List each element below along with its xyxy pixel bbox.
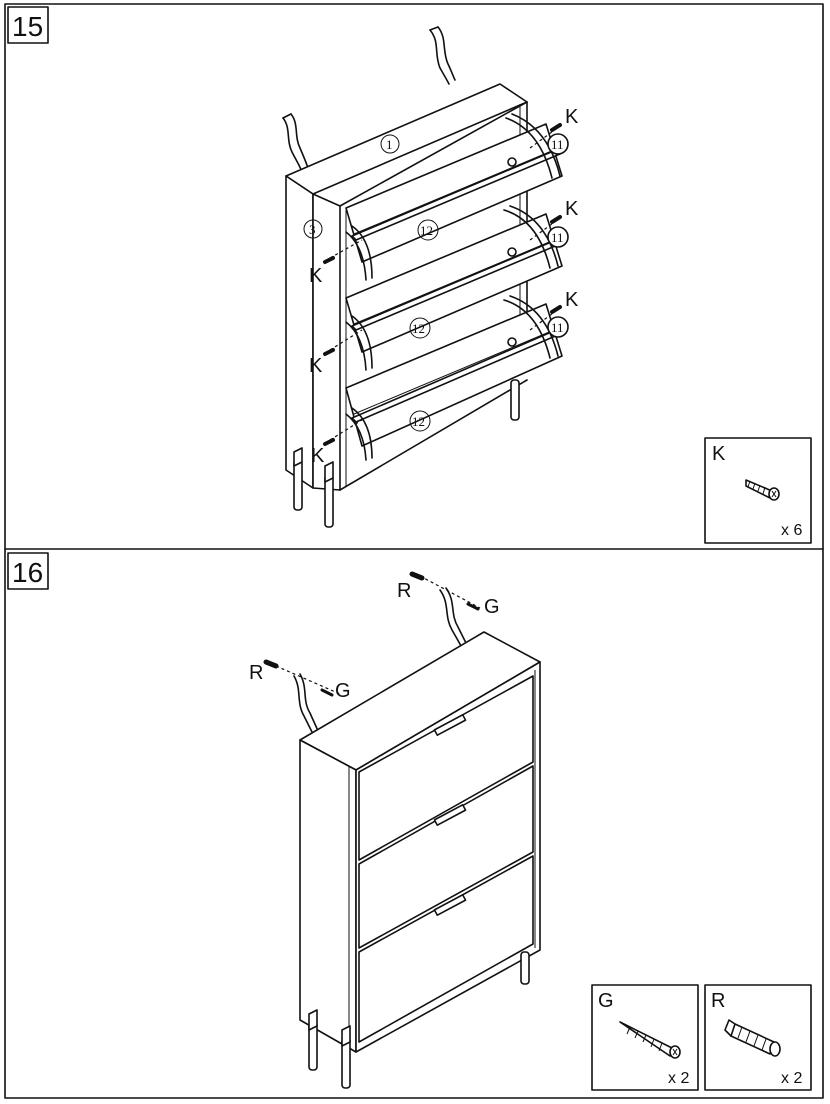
hardware-letter: K bbox=[712, 443, 726, 465]
part-label-door: 12 bbox=[412, 321, 425, 336]
step-number: 16 bbox=[12, 557, 43, 588]
part-label-door: 12 bbox=[420, 223, 433, 238]
part-label-hinge: 11 bbox=[551, 137, 564, 152]
hardware-legend-k: K x 6 bbox=[705, 438, 811, 543]
callout-label: K bbox=[309, 265, 323, 287]
step-16-panel: 16 bbox=[8, 553, 811, 1090]
part-label-side: 3 bbox=[309, 222, 316, 237]
hardware-letter: R bbox=[711, 990, 725, 1012]
hardware-quantity: x 2 bbox=[668, 1070, 689, 1087]
callout-label: G bbox=[484, 596, 500, 618]
part-label-top: 1 bbox=[386, 137, 393, 152]
callout-label: R bbox=[397, 580, 411, 602]
callout-label: G bbox=[335, 680, 351, 702]
callout-label: K bbox=[565, 106, 579, 128]
hardware-legend-g: G x 2 bbox=[592, 985, 698, 1090]
callout-label: K bbox=[565, 289, 579, 311]
hardware-legend-r: R x 2 bbox=[705, 985, 811, 1090]
callout-label: K bbox=[311, 445, 325, 467]
hardware-quantity: x 2 bbox=[781, 1070, 802, 1087]
hardware-quantity: x 6 bbox=[781, 522, 802, 539]
callout-label: K bbox=[309, 355, 323, 377]
cabinet-open bbox=[283, 27, 562, 527]
step-number: 15 bbox=[12, 11, 43, 42]
hardware-letter: G bbox=[598, 990, 614, 1012]
part-label-door: 12 bbox=[412, 414, 425, 429]
cabinet-closed bbox=[266, 574, 540, 1088]
callout-label: R bbox=[249, 662, 263, 684]
callout-label: K bbox=[565, 198, 579, 220]
part-label-hinge: 11 bbox=[551, 230, 564, 245]
part-label-hinge: 11 bbox=[551, 320, 564, 335]
step-15-panel: 15 bbox=[8, 7, 811, 543]
side-panel-left bbox=[300, 740, 356, 1052]
